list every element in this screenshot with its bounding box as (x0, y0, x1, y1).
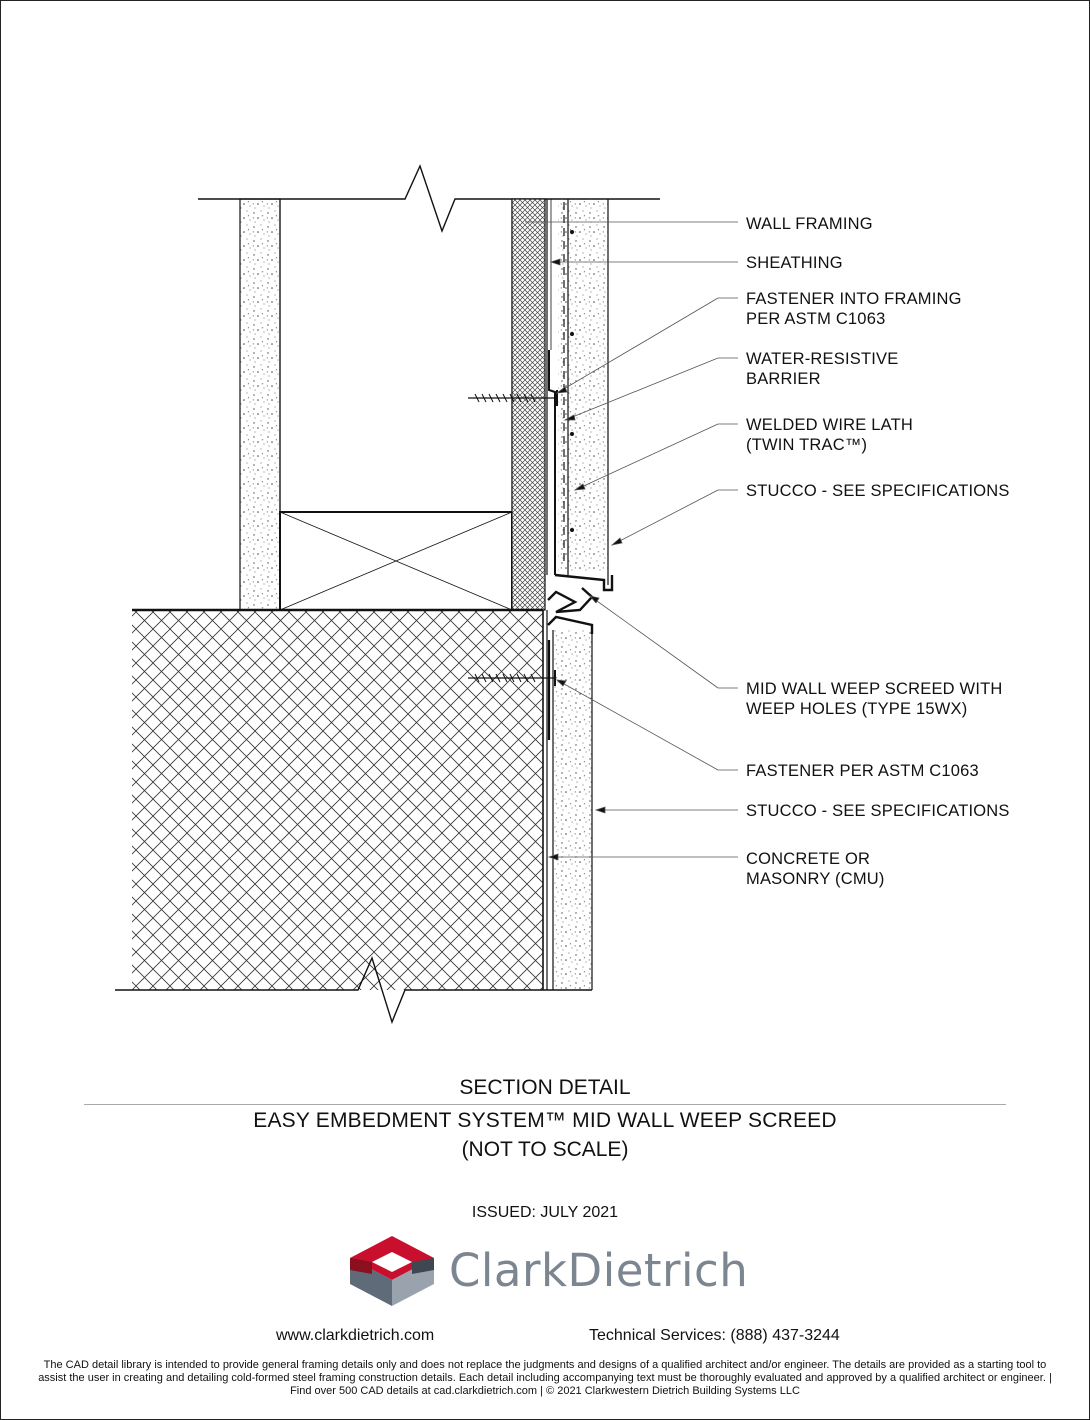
lower-stucco (546, 610, 593, 990)
concrete-masonry (132, 608, 544, 990)
scale-note: (NOT TO SCALE) (461, 1138, 629, 1161)
lower-fastener (468, 670, 556, 686)
callout-line: BARRIER (746, 370, 821, 388)
callout-welded-wire-lath: WELDED WIRE LATH (TWIN TRAC™) (746, 415, 913, 455)
callout-line: CONCRETE OR (746, 850, 871, 868)
callout-weep-screed: MID WALL WEEP SCREED WITH WEEP HOLES (TY… (746, 679, 1003, 719)
bottom-track (279, 511, 513, 611)
title-divider (84, 1104, 1006, 1105)
section-title: SECTION DETAIL (459, 1076, 631, 1099)
callout-line: WEEP HOLES (TYPE 15WX) (746, 700, 968, 718)
issued-date: ISSUED: JULY 2021 (471, 1204, 619, 1221)
callout-line: WELDED WIRE LATH (746, 416, 913, 434)
bottom-break-line (115, 956, 592, 1025)
callout-line: (TWIN TRAC™) (746, 436, 868, 454)
callout-stucco-upper: STUCCO - SEE SPECIFICATIONS (746, 481, 1010, 501)
callout-water-resistive-barrier: WATER-RESISTIVE BARRIER (746, 349, 898, 389)
brand-name: ClarkDietrich (449, 1244, 749, 1297)
callout-sheathing: SHEATHING (746, 253, 843, 273)
sheathing-layer (511, 198, 546, 611)
technical-services: Technical Services: (888) 437-3244 (589, 1327, 840, 1344)
leader-lines (525, 221, 738, 861)
callout-wall-framing: WALL FRAMING (746, 214, 873, 234)
water-resistive-barrier (546, 199, 556, 575)
callout-fastener-framing: FASTENER INTO FRAMING PER ASTM C1063 (746, 289, 962, 329)
detail-title: EASY EMBEDMENT SYSTEM™ MID WALL WEEP SCR… (253, 1109, 837, 1132)
callout-fastener-astm: FASTENER PER ASTM C1063 (746, 761, 979, 781)
callout-line: WALL FRAMING (746, 215, 873, 233)
callout-concrete-masonry: CONCRETE OR MASONRY (CMU) (746, 849, 885, 889)
disclaimer: The CAD detail library is intended to pr… (38, 1359, 1052, 1397)
wall-framing-stud (279, 199, 513, 512)
website-link[interactable]: www.clarkdietrich.com (276, 1327, 435, 1344)
callout-line: WATER-RESISTIVE (746, 350, 899, 368)
callout-line: SHEATHING (746, 254, 843, 272)
callout-stucco-lower: STUCCO - SEE SPECIFICATIONS (746, 801, 1010, 821)
callout-line: MASONRY (CMU) (746, 870, 885, 888)
interior-board (239, 198, 281, 611)
top-break-line (198, 164, 660, 234)
callout-line: STUCCO - SEE SPECIFICATIONS (746, 482, 1010, 500)
clarkdietrich-hexagon-logo-icon (350, 1236, 434, 1306)
callout-line: STUCCO - SEE SPECIFICATIONS (746, 802, 1010, 820)
callout-line: MID WALL WEEP SCREED WITH (746, 680, 1003, 698)
callout-line: PER ASTM C1063 (746, 310, 886, 328)
callout-line: FASTENER INTO FRAMING (746, 290, 962, 308)
callout-line: FASTENER PER ASTM C1063 (746, 762, 979, 780)
upper-stucco (558, 199, 609, 585)
